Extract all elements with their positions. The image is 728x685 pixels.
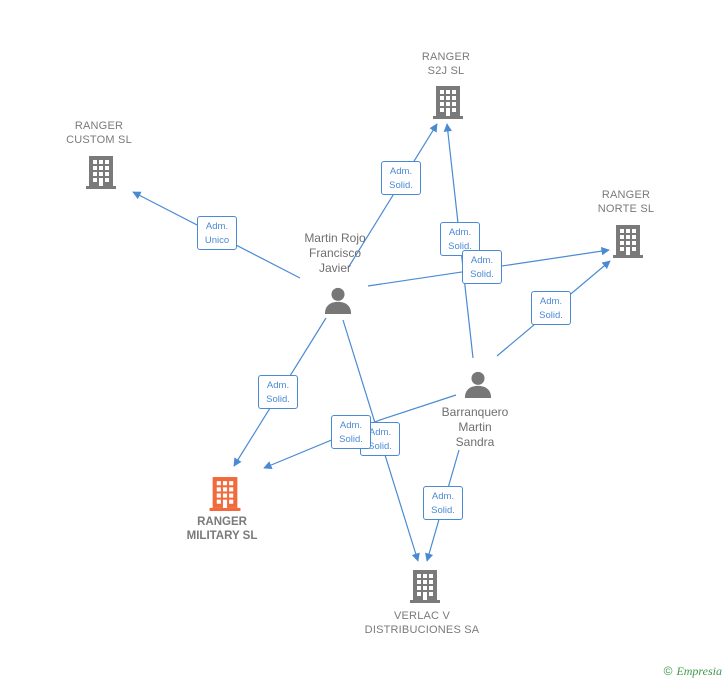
company-label-s2j[interactable]: RANGER S2J SL xyxy=(421,51,471,77)
company-label-custom[interactable]: RANGER CUSTOM SL xyxy=(66,120,132,146)
building-icon-norte[interactable] xyxy=(613,225,643,258)
edges xyxy=(132,123,611,562)
company-label-verlac[interactable]: VERLAC V DISTRIBUCIONES SA xyxy=(364,610,480,636)
edge-rojo-s2j xyxy=(347,123,438,269)
brand-name: Empresia xyxy=(676,664,722,678)
building-icon-verlac[interactable] xyxy=(410,570,440,603)
person-icon-martin-rojo[interactable] xyxy=(324,287,352,314)
copyright-icon: © xyxy=(663,664,673,678)
edge-label-barranquero-military: Adm. Solid. xyxy=(331,415,371,449)
building-icon-military[interactable] xyxy=(209,477,241,511)
brand-watermark: ©Empresia xyxy=(664,664,722,679)
edge-label-rojo-custom: Adm. Unico xyxy=(197,216,237,250)
company-label-norte[interactable]: RANGER NORTE SL xyxy=(597,189,655,215)
edge-label-rojo-norte: Adm. Solid. xyxy=(462,250,502,284)
edge-label-barranquero-norte: Adm. Solid. xyxy=(531,291,571,325)
edge-label-rojo-s2j: Adm. Solid. xyxy=(381,161,421,195)
person-label-barranquero[interactable]: Barranquero Martin Sandra xyxy=(441,405,509,449)
person-label-martin-rojo[interactable]: Martin Rojo Francisco Javier xyxy=(304,231,366,275)
company-label-military[interactable]: RANGER MILITARY SL xyxy=(186,516,258,542)
edge-label-rojo-military: Adm. Solid. xyxy=(258,375,298,409)
building-icon-s2j[interactable] xyxy=(433,86,463,119)
edge-label-barranquero-verlac: Adm. Solid. xyxy=(423,486,463,520)
building-icon-custom[interactable] xyxy=(86,156,116,189)
person-icon-barranquero[interactable] xyxy=(464,371,492,398)
edge-barranquero-military xyxy=(263,394,457,469)
